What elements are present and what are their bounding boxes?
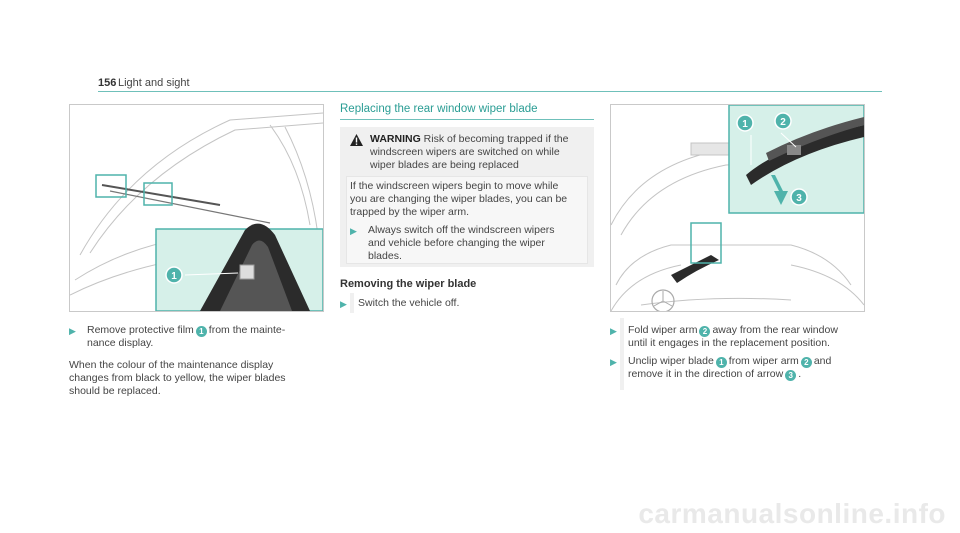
step-arrow-icon: ▶ [610,326,617,336]
section-title-header: Light and sight [118,77,190,89]
warning-label: WARNING [370,133,421,145]
callout-badge: 1 [195,326,207,337]
rear-window-illustration: 1 2 3 [611,105,864,311]
warning-box: WARNING Risk of becoming trapped if the … [340,127,594,267]
header-divider [98,91,882,92]
maintenance-paragraph: When the colour of the maintenance displ… [69,359,286,397]
figure-callout-1: 1 [742,119,748,130]
page-number: 156 [98,77,117,89]
step-arrow-icon: ▶ [610,357,617,367]
rear-wiper-figure: 1 2 3 [610,104,865,312]
windscreen-wiper-figure: 1 [69,104,324,312]
step-arrow-icon: ▶ [340,299,347,309]
callout-badge: 1 [715,357,727,368]
warning-body-text: If the windscreen wipers begin to move w… [350,180,568,218]
step-side-bar [620,318,624,390]
figure-callout-2: 2 [780,117,786,128]
figure-callout-1: 1 [171,271,177,282]
step-side-bar [350,293,354,313]
warning-body: If the windscreen wipers begin to move w… [346,176,588,264]
callout-badge: 3 [785,370,797,381]
watermark: carmanualsonline.info [638,498,946,529]
warning-header: WARNING Risk of becoming trapped if the … [350,133,584,173]
step-arrow-icon: ▶ [69,326,76,336]
step-switch-off: ▶ Switch the vehicle off. [340,297,460,309]
removing-subheading: Removing the wiper blade [340,278,477,290]
windscreen-illustration: 1 [70,112,323,311]
figure-callout-3: 3 [796,193,802,204]
callout-badge: 2 [800,357,812,368]
section-heading: Replacing the rear window wiper blade [340,103,538,115]
warning-step: ▶ Always switch off the windscreen wiper… [350,224,555,262]
callout-badge: 2 [699,326,711,337]
step-arrow-icon: ▶ [350,226,357,236]
section-divider [340,119,594,120]
warning-triangle-icon [350,134,363,146]
